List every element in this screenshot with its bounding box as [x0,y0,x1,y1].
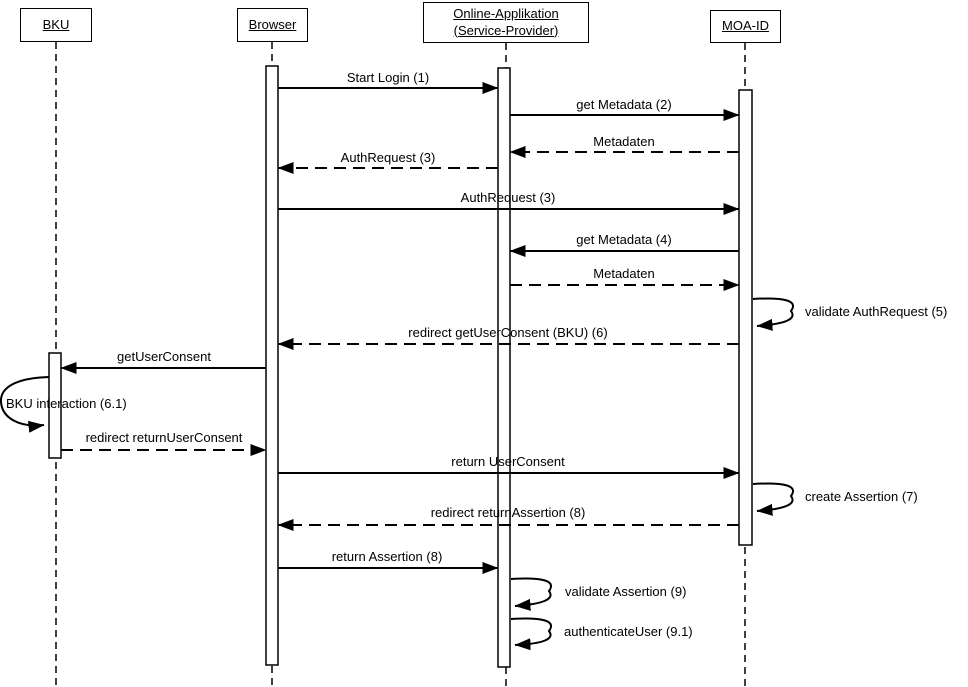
message-label-authrequest-to-moaid: AuthRequest (3) [460,190,556,205]
activation-bar-browser [265,65,279,666]
activation-bar-bku [48,352,62,459]
message-label-getuserconsent: getUserConsent [117,349,211,364]
actor-box-bku: BKU [20,8,92,42]
message-label-create-assertion: create Assertion (7) [805,489,918,504]
message-label-redirect-getuserconsent: redirect getUserConsent (BKU) (6) [408,325,608,340]
message-label-metadaten-1: Metadaten [593,134,655,149]
actor-label-online-applikation: Online-Applikation (Service-Provider) [453,6,559,38]
message-label-get-metadata-2: get Metadata (2) [576,97,672,112]
message-label-return-userconsent: return UserConsent [451,454,565,469]
self-message-authenticateuser [510,617,552,651]
activation-bar-moa-id [738,89,753,546]
actor-box-online-applikation: Online-Applikation (Service-Provider) [423,2,589,43]
message-label-validate-assertion: validate Assertion (9) [565,584,687,599]
activation-bar-online-applikation [497,67,511,668]
actor-label-bku: BKU [42,16,70,32]
message-label-start-login: Start Login (1) [346,70,430,85]
message-label-redirect-returnuserconsent: redirect returnUserConsent [85,430,243,445]
message-label-authrequest-to-browser: AuthRequest (3) [340,150,436,165]
self-message-validate-authrequest [752,297,794,331]
actor-label-browser: Browser [248,16,297,32]
message-label-get-metadata-4: get Metadata (4) [576,232,672,247]
message-label-validate-authrequest: validate AuthRequest (5) [805,304,948,319]
message-label-bku-interaction: BKU interaction (6.1) [6,396,127,411]
self-message-create-assertion [752,482,794,516]
message-label-return-assertion: return Assertion (8) [331,549,443,564]
self-message-bku-interaction [0,376,50,433]
message-label-redirect-returnassertion: redirect returnAssertion (8) [430,505,586,520]
actor-box-browser: Browser [237,8,308,42]
actor-box-moa-id: MOA-ID [710,10,781,43]
actor-label-moa-id: MOA-ID [722,18,769,34]
message-label-authenticateuser: authenticateUser (9.1) [564,624,693,639]
self-message-validate-assertion [510,577,552,611]
message-label-metadaten-2: Metadaten [593,266,655,281]
